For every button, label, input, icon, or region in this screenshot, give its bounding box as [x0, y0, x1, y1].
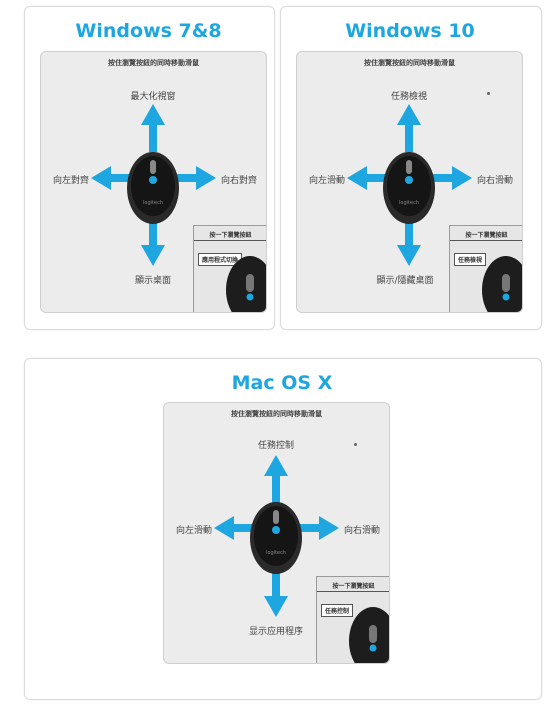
- mac-panel: 按住瀏覽按鈕的同時移動滑鼠 任務控制 向左滑動 向右滑動 显示应用程序 logi…: [163, 402, 390, 664]
- windows-78-panel: 按住瀏覽按鈕的同時移動滑鼠 最大化視窗 向左對齊 向右對齊 顯示桌面 logit…: [40, 51, 267, 313]
- gesture-down-label: 顯示/隱藏桌面: [376, 276, 434, 286]
- windows-10-title: Windows 10: [345, 20, 475, 42]
- gesture-up-label: 任務檢視: [390, 92, 428, 102]
- gesture-down-label: 顯示桌面: [134, 276, 172, 286]
- mouse-closeup-icon: [226, 256, 266, 312]
- gesture-left-label: 向左滑動: [176, 526, 213, 536]
- inset-label: 應用程式切換: [198, 253, 243, 266]
- svg-text:logitech: logitech: [399, 200, 419, 206]
- svg-text:logitech: logitech: [266, 550, 286, 556]
- mouse-icon: logitech: [383, 152, 435, 224]
- direction-arrows-icon: [214, 455, 339, 617]
- instruction-text: 按住瀏覽按鈕的同時移動滑鼠: [364, 59, 455, 67]
- mouse-icon: logitech: [250, 502, 302, 574]
- inset-label: 任務控制: [321, 604, 354, 617]
- gesture-down-label: 显示应用程序: [248, 627, 304, 637]
- instruction-text: 按住瀏覽按鈕的同時移動滑鼠: [108, 59, 199, 67]
- inset-header: 按一下瀏覽按鈕: [332, 583, 375, 590]
- inset-label: 任務檢視: [454, 253, 487, 266]
- gesture-right-label: 向右對齊: [221, 176, 258, 186]
- direction-arrows-icon: [91, 104, 216, 266]
- gesture-left-label: 向左滑動: [309, 176, 346, 186]
- mouse-icon: logitech: [127, 152, 179, 224]
- mouse-closeup-icon: [349, 607, 389, 663]
- gesture-up-label: 任務控制: [257, 441, 295, 451]
- mouse-closeup-icon: [482, 256, 522, 312]
- inset-header: 按一下瀏覽按鈕: [209, 232, 252, 239]
- svg-text:logitech: logitech: [143, 200, 163, 206]
- gesture-left-label: 向左對齊: [53, 176, 90, 186]
- windows-10-panel: 按住瀏覽按鈕的同時移動滑鼠 任務檢視 向左滑動 向右滑動 顯示/隱藏桌面 log…: [296, 51, 523, 313]
- inset-click: 按一下瀏覽按鈕 任務控制: [316, 576, 389, 663]
- instruction-text: 按住瀏覽按鈕的同時移動滑鼠: [231, 410, 322, 418]
- gesture-up-label: 最大化視窗: [130, 92, 176, 102]
- inset-click: 按一下瀏覽按鈕 應用程式切換: [193, 225, 266, 312]
- inset-header: 按一下瀏覽按鈕: [465, 232, 508, 239]
- gesture-right-label: 向右滑動: [477, 176, 514, 186]
- mac-title: Mac OS X: [231, 372, 333, 394]
- windows-78-title: Windows 7&8: [75, 20, 222, 42]
- gesture-right-label: 向右滑動: [344, 526, 381, 536]
- direction-arrows-icon: [347, 104, 472, 266]
- inset-click: 按一下瀏覽按鈕 任務檢視: [449, 225, 522, 312]
